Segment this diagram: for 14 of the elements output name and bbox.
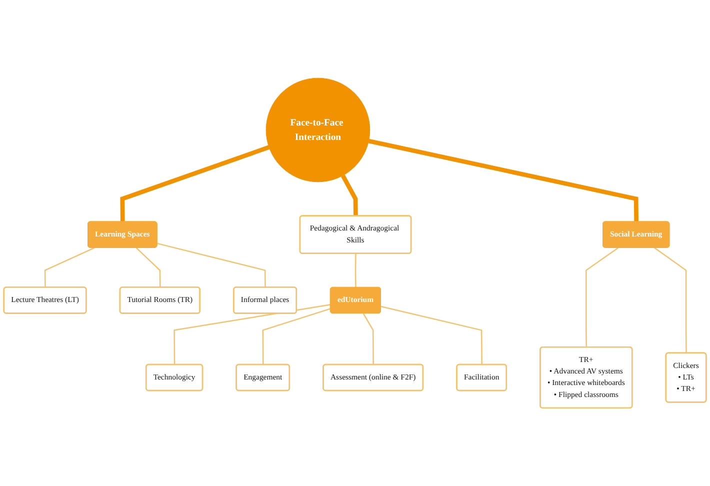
connector xyxy=(368,138,638,222)
connector xyxy=(44,247,95,288)
connector xyxy=(262,308,331,365)
connector xyxy=(120,145,270,222)
connector xyxy=(340,174,358,216)
connector xyxy=(174,304,331,365)
connector xyxy=(157,242,266,288)
connector xyxy=(354,254,356,288)
connector xyxy=(654,247,687,354)
connector xyxy=(362,313,374,365)
connector xyxy=(586,247,618,348)
node-circle: Face-to-Face Interaction xyxy=(266,78,370,182)
connector xyxy=(136,247,161,288)
connector xyxy=(380,306,482,365)
